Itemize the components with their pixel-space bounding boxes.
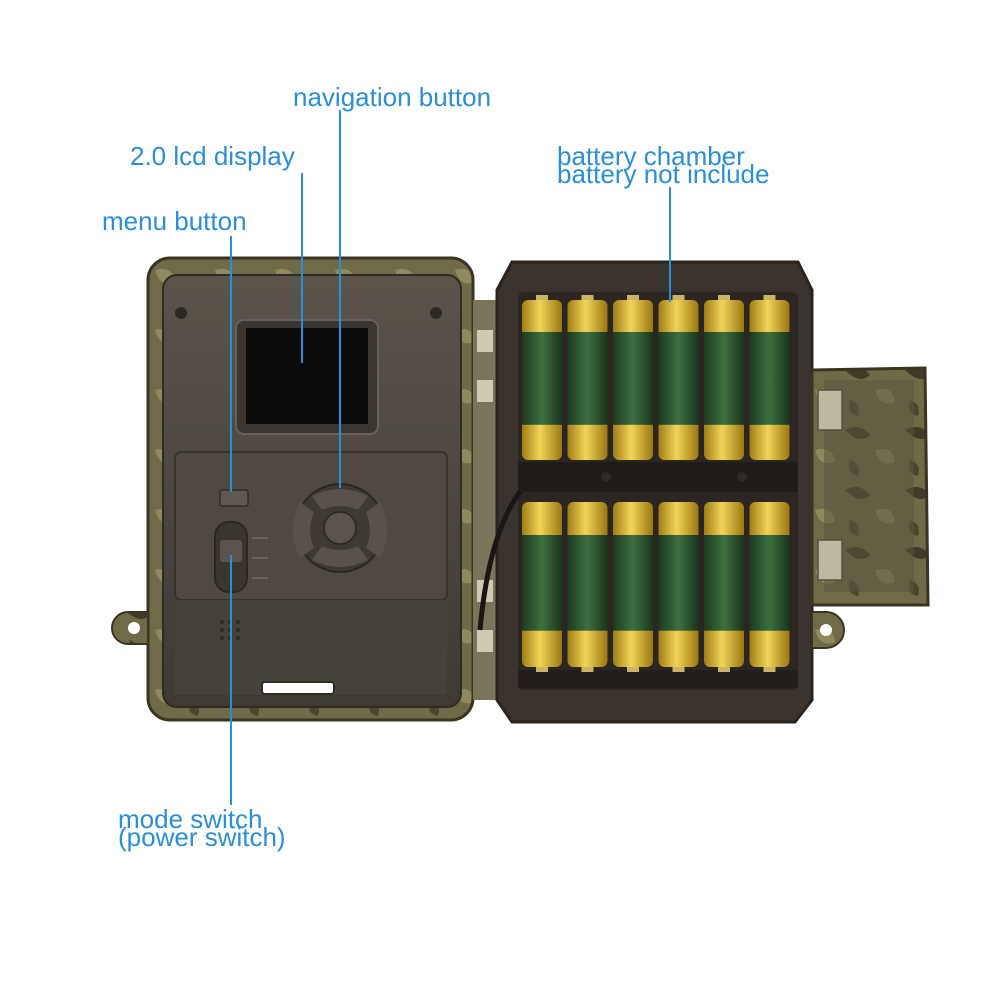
battery xyxy=(522,295,562,460)
menu-button[interactable] xyxy=(219,489,249,507)
battery-chamber-label: battery chamber xyxy=(557,141,745,171)
lcd-display-label: 2.0 lcd display xyxy=(130,141,295,171)
sd-card-slot xyxy=(261,681,335,695)
mode-switch-leader xyxy=(230,555,232,805)
battery xyxy=(567,295,608,460)
battery xyxy=(749,295,790,460)
battery xyxy=(658,295,699,460)
battery-not-included-label: battery not include xyxy=(557,159,770,189)
navigation-button-label: navigation button xyxy=(293,82,492,112)
battery xyxy=(613,295,653,460)
battery-chamber-leader xyxy=(669,187,671,302)
navigation-button[interactable] xyxy=(293,483,387,573)
battery xyxy=(704,502,744,672)
power-switch-label: (power switch) xyxy=(118,822,286,852)
battery xyxy=(613,502,653,672)
menu-button-leader xyxy=(230,236,232,492)
lcd-display xyxy=(235,319,379,435)
mode-switch-label: mode switch xyxy=(118,804,263,834)
battery xyxy=(567,502,608,672)
battery xyxy=(704,295,744,460)
hinge xyxy=(473,300,497,700)
navigation-button-leader xyxy=(339,110,341,488)
menu-button-label: menu button xyxy=(102,206,247,236)
lower-panel xyxy=(175,600,447,695)
battery xyxy=(749,502,790,672)
ok-button xyxy=(323,511,357,545)
battery-door xyxy=(810,366,930,649)
battery xyxy=(522,502,562,672)
lcd-display-leader xyxy=(301,173,303,363)
batteries xyxy=(522,295,790,672)
battery xyxy=(658,502,699,672)
